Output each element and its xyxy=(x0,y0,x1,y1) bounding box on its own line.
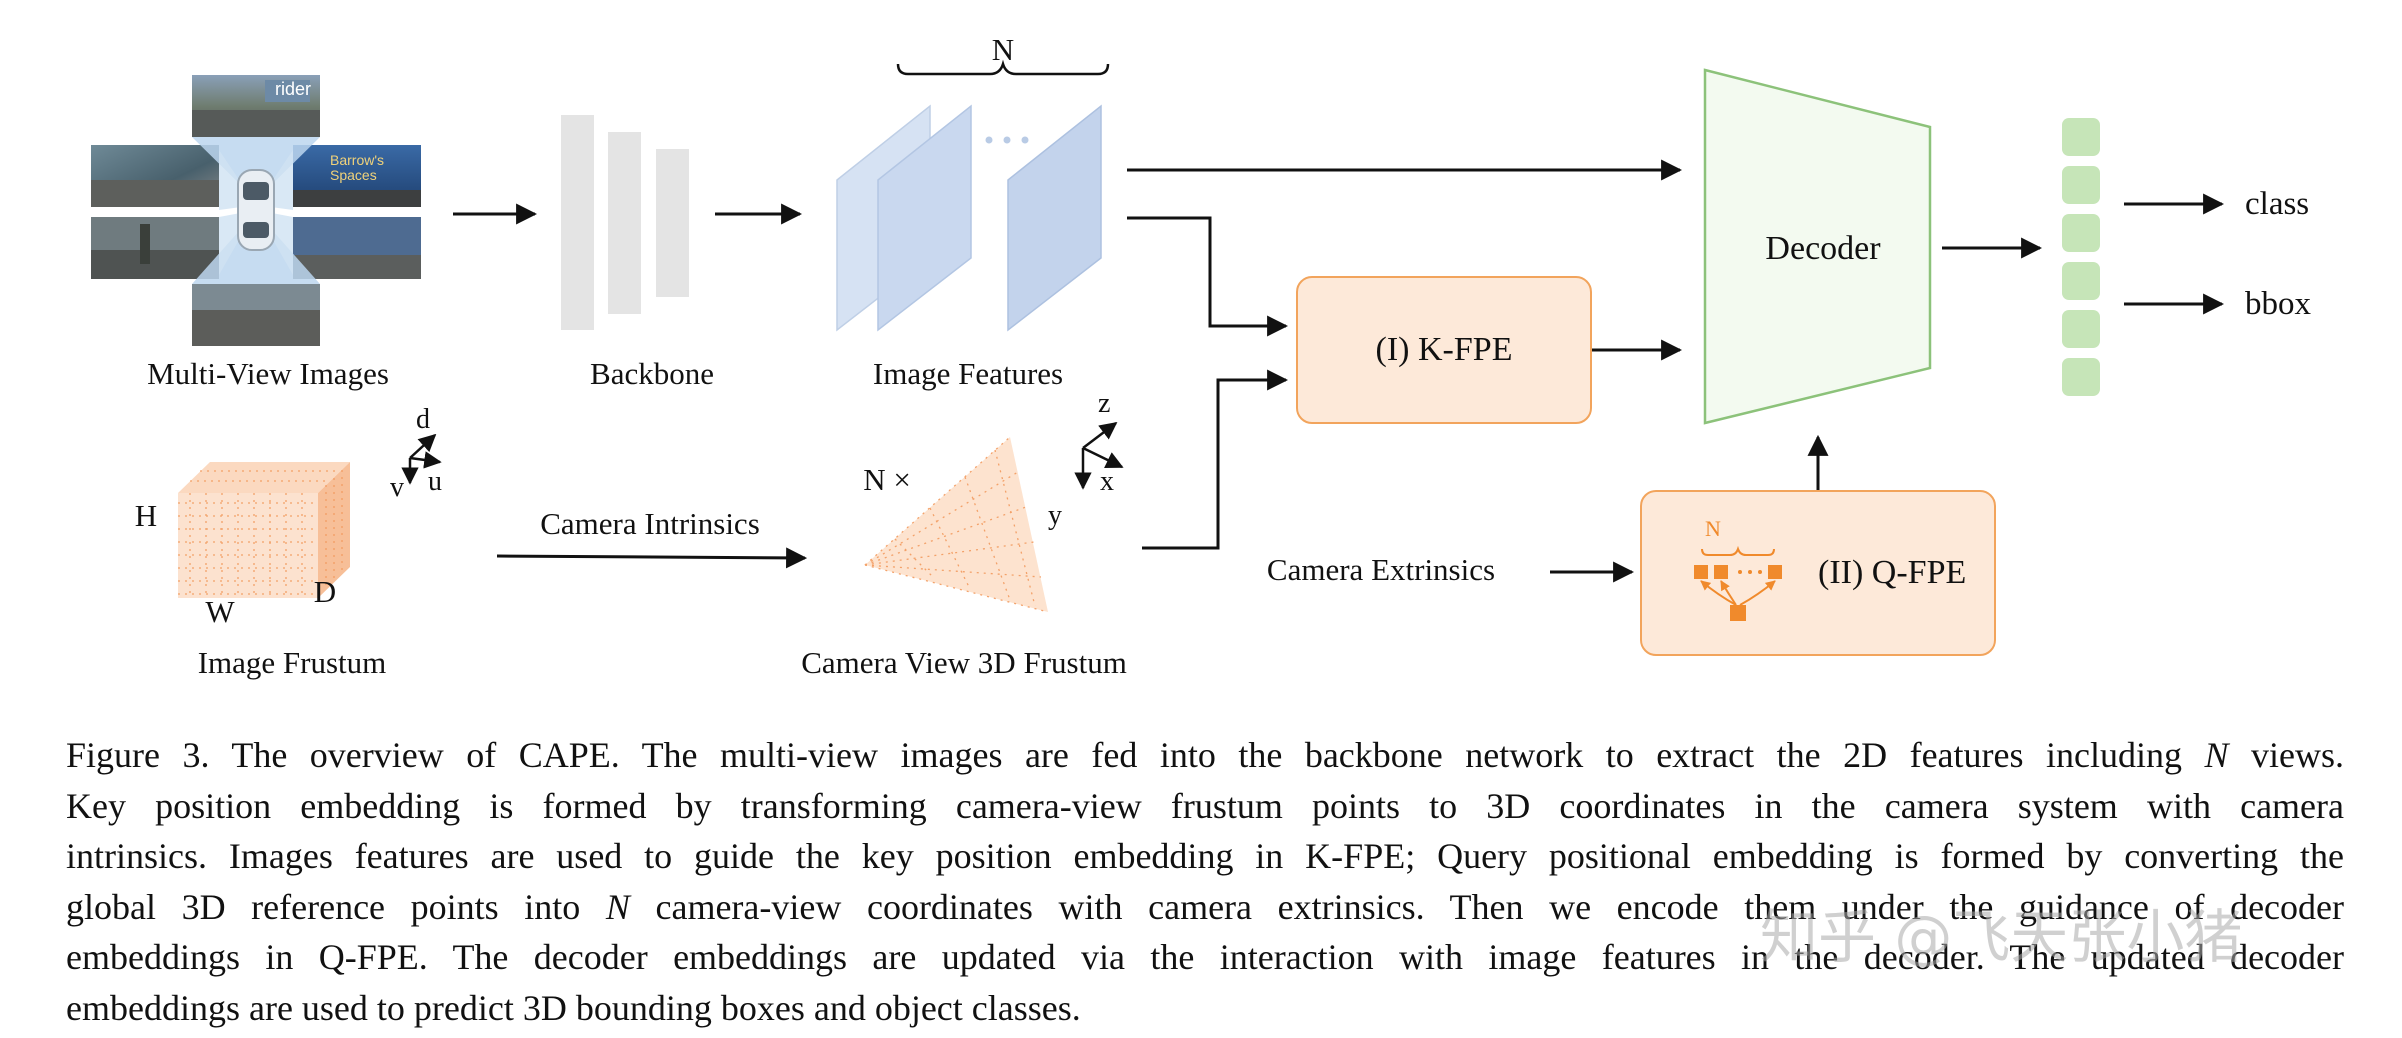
caption-line: intrinsics. Images features are used to … xyxy=(66,836,2344,876)
axis-d-label: d xyxy=(416,404,430,435)
caption-line: Figure 3. The overview of CAPE. The mult… xyxy=(66,735,2344,775)
decoder-trapezoid xyxy=(1703,68,1932,425)
caption-line: embeddings are used to predict 3D boundi… xyxy=(66,987,1081,1028)
q-fpe-label: (II) Q-FPE xyxy=(1818,554,1967,591)
axis-v-label: v xyxy=(390,472,404,503)
decoder-label: Decoder xyxy=(1765,230,1881,267)
axis-z-label: z xyxy=(1098,388,1111,419)
q-fpe-tree-icon xyxy=(1694,545,1782,621)
q-fpe-box: (II) Q-FPE xyxy=(1640,490,1996,656)
figure-caption: Figure 3. The overview of CAPE. The mult… xyxy=(66,730,2344,1033)
frustum-h-label: H xyxy=(134,498,158,533)
image-axes xyxy=(401,433,442,485)
backbone-label: Backbone xyxy=(590,356,714,391)
multi-view-images-label: Multi-View Images xyxy=(147,356,389,391)
camera-axes xyxy=(1074,421,1124,490)
image-frustum-cube xyxy=(178,462,350,598)
camera-sign-spaces: Spaces xyxy=(330,167,377,183)
arrow-features-to-kfpe xyxy=(1127,216,1289,337)
feature-count-n-label: N xyxy=(991,32,1015,67)
camera-view-3d-frustum-label: Camera View 3D Frustum xyxy=(801,645,1127,680)
bbox-label: bbox xyxy=(2245,286,2311,322)
n-times-label: N × xyxy=(863,462,911,497)
arrow-camera-intrinsics xyxy=(496,547,808,569)
caption-line: global 3D reference points into N camera… xyxy=(66,886,2345,927)
camera-view-frustum xyxy=(864,436,1049,613)
multi-view-images-collage xyxy=(91,75,421,346)
caption-line: Key position embedding is formed by tran… xyxy=(66,785,2344,826)
caption-line: embeddings in Q-FPE. The decoder embeddi… xyxy=(66,937,2344,977)
q-fpe-n-label: N xyxy=(1705,516,1721,541)
camera-intrinsics-label: Camera Intrinsics xyxy=(540,506,760,541)
frustum-w-label: W xyxy=(205,594,235,629)
diagram-canvas: rider Barrow's Spaces xyxy=(91,59,2225,613)
camera-sign-barrows: Barrow's xyxy=(330,152,384,168)
camera-sign-rider: rider xyxy=(275,79,311,99)
image-features-label: Image Features xyxy=(872,356,1064,391)
k-fpe-box: (I) K-FPE xyxy=(1296,276,1592,424)
zhihu-watermark: 知乎 @飞天张小猪 xyxy=(1760,903,2243,971)
cape-overview-figure: rider Barrow's Spaces xyxy=(91,32,2311,680)
decoder-query-column xyxy=(2062,118,2100,396)
image-features-stack xyxy=(836,59,1110,332)
image-frustum-label: Image Frustum xyxy=(197,645,387,680)
class-label: class xyxy=(2245,186,2310,222)
k-fpe-label: (I) K-FPE xyxy=(1375,331,1513,368)
backbone-block xyxy=(561,115,689,330)
frustum-d-label: D xyxy=(313,574,337,609)
axis-u-label: u xyxy=(428,466,442,497)
axis-y-label: y xyxy=(1048,500,1062,531)
camera-extrinsics-label: Camera Extrinsics xyxy=(1266,552,1496,587)
arrow-frustum-to-kfpe xyxy=(1142,369,1289,550)
axis-x-label: x xyxy=(1100,466,1114,497)
